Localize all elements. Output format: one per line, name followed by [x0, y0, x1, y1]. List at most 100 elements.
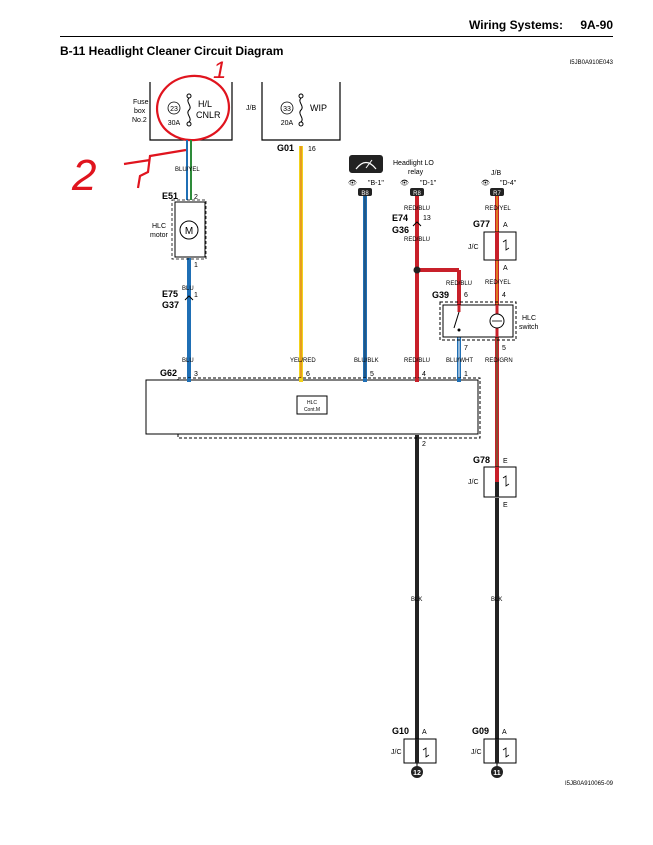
g62-connector-label: G62	[160, 368, 177, 378]
wiper-reference: 👁 "B-1" B8	[348, 155, 384, 197]
g77-label: J/C	[468, 244, 479, 251]
wiper-terminal: B8	[361, 191, 369, 197]
wire-label-blu-yel: BLU/YEL	[175, 167, 200, 173]
g10-ground-number: 12	[413, 770, 421, 777]
header-rule	[60, 36, 613, 37]
ground-icon	[491, 766, 503, 778]
jb-fuse-box: J/B 33 20A WIP G01 16	[246, 82, 341, 153]
jb-fuse-number: 33	[283, 106, 291, 113]
g01-pin: 16	[308, 146, 316, 153]
wire-label-blk-left: BLK	[411, 597, 422, 603]
wire-label-red-yel-bottom: RED/YEL	[485, 280, 511, 286]
page-number: 9A-90	[580, 18, 613, 32]
motor-pin-top: 2	[194, 194, 198, 201]
g01-connector-label: G01	[277, 143, 294, 153]
g37-connector-label: G37	[162, 300, 179, 310]
jb-label: J/B	[246, 105, 256, 112]
fuse-box-label-line3: No.2	[132, 117, 147, 124]
wire-label-blu-upper: BLU	[182, 286, 194, 292]
relay-ref-text: "D-1"	[420, 180, 437, 187]
wire-label-blk-right: BLK	[491, 597, 502, 603]
g62-pin-1: 1	[464, 371, 468, 378]
wire-label-red-grn: RED/GRN	[485, 358, 513, 364]
fuse-icon	[186, 93, 192, 127]
g78-connector-label: G78	[473, 455, 490, 465]
fuse-amp: 30A	[168, 120, 181, 127]
hlc-switch: G39 6 4 HLC switch 7 5	[432, 290, 539, 352]
annotation-markings: 1 2	[71, 57, 231, 200]
g77-pin-top: A	[503, 222, 508, 229]
g78-junction: G78 E J/C E	[468, 455, 517, 509]
g09-label: J/C	[471, 749, 482, 756]
e75-g37-connector: E75 G37 1	[162, 289, 198, 310]
junction-icon	[502, 475, 510, 487]
splice-point	[413, 266, 421, 274]
annotation-arrow	[123, 148, 187, 189]
g77-junction: G77 A J/C A	[468, 219, 517, 272]
g62-pin-4: 4	[422, 371, 426, 378]
annotation-number-2: 2	[71, 151, 96, 200]
fuse-number: 23	[170, 106, 178, 113]
wire-label-red-blu-bottom: RED/BLU	[404, 358, 430, 364]
control-unit-icon	[296, 395, 328, 415]
wire-label-red-blu-mid: RED/BLU	[404, 237, 430, 243]
wire-blu-yel	[186, 140, 192, 200]
view-icon: 👁	[348, 179, 357, 187]
relay-terminal: R8	[413, 191, 421, 197]
switch-label-line2: switch	[519, 324, 539, 331]
e74-pin: 13	[423, 215, 431, 222]
jb-fuse-name: WIP	[310, 103, 327, 113]
e75-connector-label: E75	[162, 289, 178, 299]
figure-code: I5JB0A910065-09	[565, 781, 614, 787]
g10-connector-label: G10	[392, 726, 409, 736]
junction-icon	[502, 239, 510, 251]
jb-ref-label: J/B	[491, 170, 501, 177]
ground-icon	[411, 766, 423, 778]
jb-ref-terminal: R7	[493, 191, 501, 197]
e75-pin: 1	[194, 292, 198, 299]
jb-ref-text: "D-4"	[500, 180, 517, 187]
hlc-control-module: G62 3 6 5 4 1 HLC Cont.M 2	[145, 368, 481, 448]
g62-pin-3: 3	[194, 371, 198, 378]
hlc-motor: E51 2 M HLC motor 1	[150, 191, 207, 269]
motor-label-line1: HLC	[152, 223, 166, 230]
e51-connector-label: E51	[162, 191, 178, 201]
module-label-line2: Cont.M	[304, 407, 320, 413]
jb-reference: J/B 👁 "D-4" R7	[481, 170, 517, 197]
g78-pin-bottom: E	[503, 502, 508, 509]
g09-ground: G09 A J/C 11	[471, 726, 517, 778]
motor-label-line2: motor	[150, 232, 169, 239]
wire-label-blu-lower: BLU	[182, 358, 194, 364]
g62-pin-6: 6	[306, 371, 310, 378]
motor-pin-bottom: 1	[194, 262, 198, 269]
fuse-name-line1: H/L	[198, 99, 212, 109]
page-header: Wiring Systems: 9A-90	[455, 18, 613, 32]
module-label-line1: HLC	[307, 400, 317, 406]
fuse-box-label-line2: box	[134, 108, 146, 115]
g09-ground-number: 11	[493, 770, 501, 777]
diagram-title: B-11 Headlight Cleaner Circuit Diagram	[60, 44, 284, 58]
relay-reference: Headlight LO relay 👁 "D-1" R8 E74 G36 13	[392, 160, 437, 235]
g10-ground: G10 A J/C 12	[391, 726, 437, 778]
g10-label: J/C	[391, 749, 402, 756]
wire-label-red-yel-top: RED/YEL	[485, 206, 511, 212]
g62-pin-2: 2	[422, 441, 426, 448]
g77-pin-bottom: A	[503, 265, 508, 272]
g39-pin-top: 6	[464, 292, 468, 299]
relay-label-line1: Headlight LO	[393, 160, 434, 167]
fuse-box-label-line1: Fuse	[133, 99, 149, 106]
g78-label: J/C	[468, 479, 479, 486]
g10-pin: A	[422, 729, 427, 736]
wiper-icon	[349, 155, 383, 173]
junction-icon	[422, 747, 430, 758]
annotation-number-1: 1	[213, 57, 226, 84]
switch-icon	[453, 311, 460, 329]
diagram-code: I5JB0A910E043	[569, 60, 613, 66]
wire-label-blu-blk: BLU/BLK	[354, 358, 379, 364]
section-title: Wiring Systems:	[469, 18, 563, 32]
g78-pin-top: E	[503, 458, 508, 465]
annotation-circle	[155, 74, 231, 142]
g39-pin-bottom-left: 7	[464, 345, 468, 352]
jb-fuse-amp: 20A	[281, 120, 294, 127]
